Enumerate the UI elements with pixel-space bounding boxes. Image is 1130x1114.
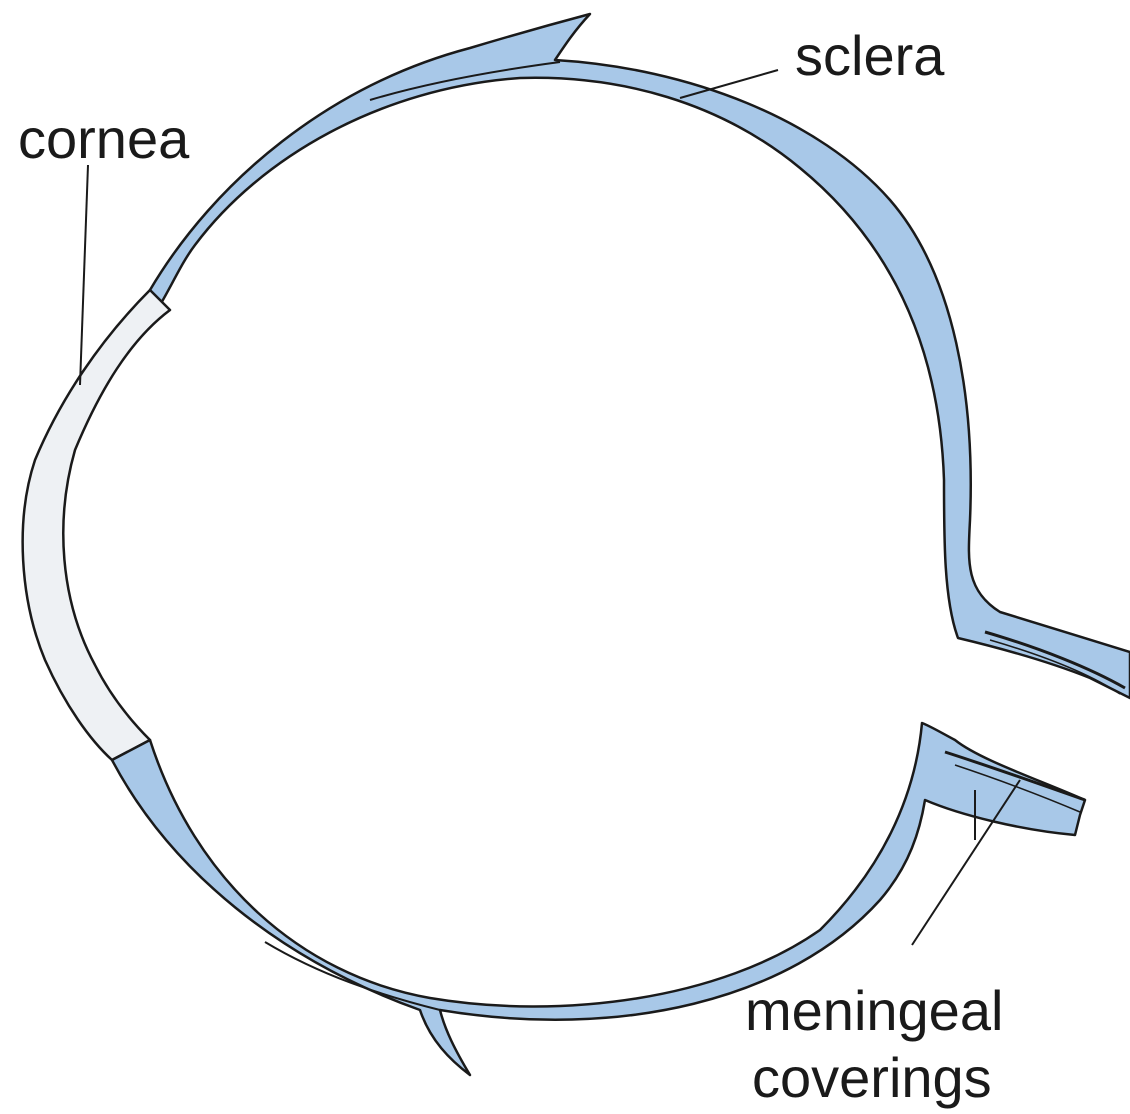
cornea-label: cornea	[18, 107, 190, 170]
cornea-section	[23, 290, 170, 760]
cornea-leader-line	[80, 165, 88, 385]
meningeal-label-line2: coverings	[752, 1046, 992, 1109]
meningeal-label-line1: meningeal	[745, 979, 1003, 1042]
sclera-label: sclera	[795, 24, 945, 87]
sclera-upper-wall	[150, 14, 1130, 698]
